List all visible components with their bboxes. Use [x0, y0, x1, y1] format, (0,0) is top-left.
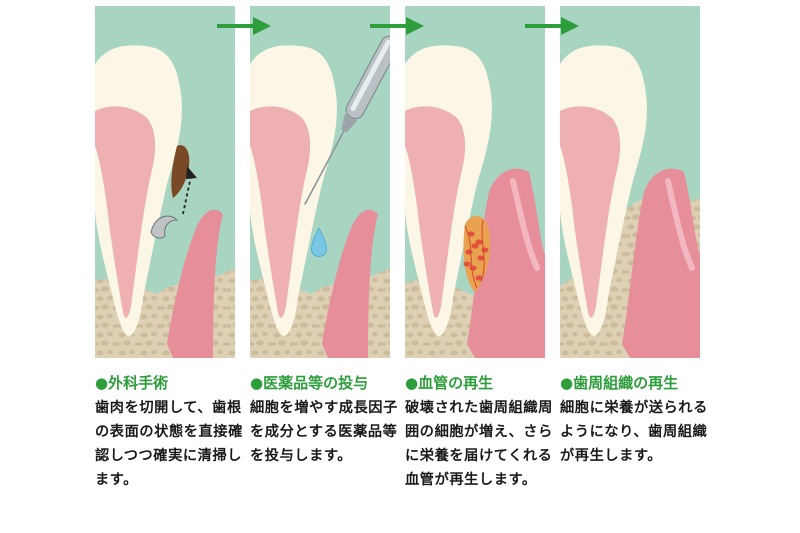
step-2-caption: ●医薬品等の投与細胞を増やす成長因子を成分とする医薬品等を投与します。	[250, 372, 402, 468]
stage-3-illustration	[405, 6, 545, 358]
tooth-pulp	[405, 106, 466, 318]
gum-tissue	[467, 168, 545, 358]
calculus-deposit	[171, 145, 190, 198]
step-title: ●歯周組織の再生	[560, 374, 679, 392]
step-description: 細胞に栄養が送られるようになり、歯周組織が再生します。	[560, 400, 708, 464]
gum-tissue	[622, 168, 700, 358]
gum-tissue	[322, 209, 378, 358]
step-title: ●血管の再生	[405, 374, 494, 392]
syringe-icon	[304, 35, 390, 205]
stage-4-illustration	[560, 6, 700, 358]
stage-2-illustration	[250, 6, 390, 358]
tooth-pulp	[95, 106, 156, 318]
stage-1-illustration	[95, 6, 235, 358]
step-4-caption: ●歯周組織の再生細胞に栄養が送られるようになり、歯周組織が再生します。	[560, 372, 712, 468]
step-description: 細胞を増やす成長因子を成分とする医薬品等を投与します。	[250, 400, 398, 464]
step-description: 歯肉を切開して、歯根の表面の状態を直接確認しつつ確実に清掃します。	[95, 400, 243, 488]
step-title: ●外科手術	[95, 374, 169, 392]
step-1-caption: ●外科手術歯肉を切開して、歯根の表面の状態を直接確認しつつ確実に清掃します。	[95, 372, 247, 492]
step-title: ●医薬品等の投与	[250, 374, 369, 392]
regenerating-blood-vessels	[463, 215, 491, 292]
arrow-right-icon	[370, 17, 424, 35]
step-description: 破壊された歯周組織周囲の細胞が増え、さらに栄養を届けてくれる血管が再生します。	[405, 400, 553, 488]
tooth-pulp	[250, 106, 311, 318]
tooth-pulp	[560, 106, 621, 318]
gum-tissue	[167, 209, 223, 358]
medicine-droplet	[311, 227, 327, 257]
curette-instrument	[150, 215, 179, 239]
arrow-right-icon	[525, 17, 579, 35]
arrow-right-icon	[217, 17, 271, 35]
arrow-up-icon	[186, 166, 197, 179]
step-3-caption: ●血管の再生破壊された歯周組織周囲の細胞が増え、さらに栄養を届けてくれる血管が再…	[405, 372, 557, 492]
